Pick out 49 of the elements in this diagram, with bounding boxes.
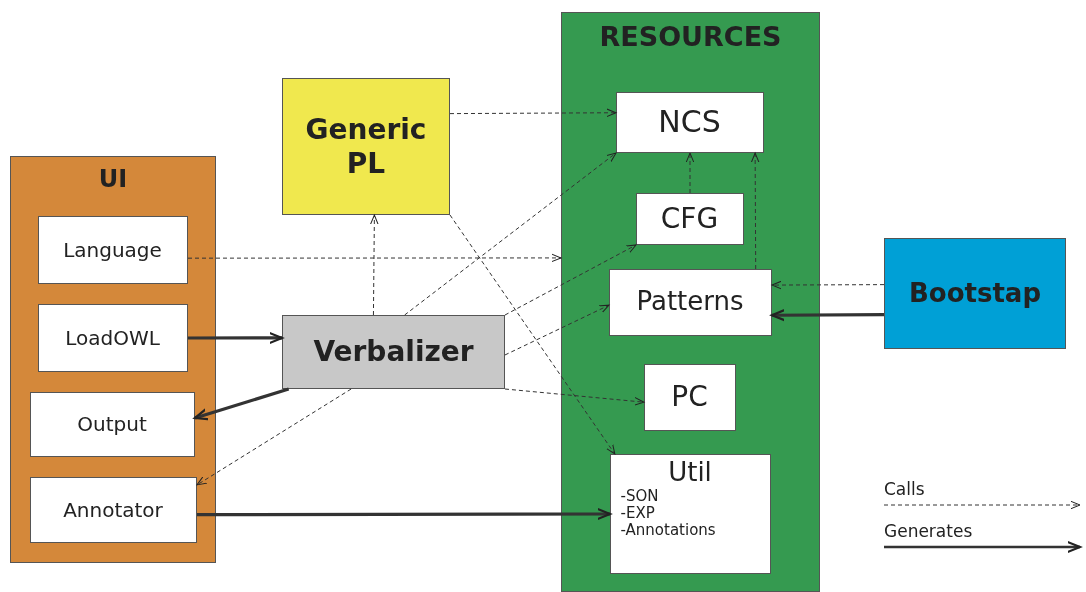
dashed-arrow <box>404 152 617 316</box>
box-label: Language <box>62 237 163 262</box>
component-box <box>609 453 771 574</box>
solid-arrow <box>193 387 290 421</box>
box-label: Annotator <box>62 497 164 522</box>
dashed-arrow <box>771 278 885 292</box>
box-label: NCS <box>657 104 722 140</box>
box-label: PC <box>670 380 709 414</box>
box-label: Verbalizer <box>312 335 475 369</box>
component-box <box>635 192 744 245</box>
panel-title: UI <box>97 165 129 194</box>
container-panel <box>10 156 216 563</box>
component-box <box>29 391 195 457</box>
box-label: Output <box>76 412 148 436</box>
box-label: Util <box>668 456 712 488</box>
box-label: Bootstap <box>908 277 1042 310</box>
box-label: Generic PL <box>304 112 428 181</box>
component-box <box>615 91 764 153</box>
dashed-arrow <box>748 152 762 270</box>
solid-arrow <box>770 306 884 324</box>
dashed-arrow <box>504 388 645 408</box>
component-box <box>37 303 188 372</box>
list-item: -Annotations <box>620 522 716 540</box>
component-box <box>884 238 1066 349</box>
box-label: CFG <box>659 201 720 236</box>
component-box <box>37 215 188 284</box>
dashed-arrow <box>367 214 381 316</box>
component-box <box>282 78 450 215</box>
solid-arrow <box>197 505 612 523</box>
dashed-arrow <box>196 388 352 486</box>
box-label: LoadOWL <box>64 325 161 350</box>
dashed-arrow <box>504 244 637 316</box>
dashed-arrow <box>449 106 617 120</box>
dashed-arrow <box>187 251 562 265</box>
component-box <box>282 315 505 389</box>
list-item: -EXP <box>620 504 655 523</box>
legend-label: Generates <box>884 521 973 541</box>
component-box <box>29 476 197 543</box>
panel-title: RESOURCES <box>598 21 783 54</box>
component-box <box>643 363 736 431</box>
dashed-arrow <box>504 304 610 356</box>
box-label: Patterns <box>635 286 745 318</box>
solid-arrow <box>188 329 284 347</box>
component-box <box>608 268 772 336</box>
container-panel <box>561 12 820 592</box>
legend-label: Calls <box>884 479 925 499</box>
dashed-arrow <box>449 214 616 455</box>
dashed-arrow <box>683 152 697 194</box>
list-item: -SON <box>620 487 659 505</box>
